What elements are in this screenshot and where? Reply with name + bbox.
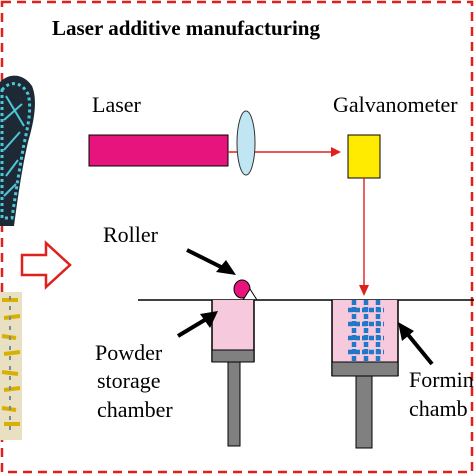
powder-piston-plate bbox=[211, 349, 255, 363]
beam-arrowhead-down bbox=[359, 285, 369, 296]
powder-chamber-pointer bbox=[176, 316, 210, 338]
printed-sample-image bbox=[0, 292, 22, 440]
powder-piston-rod bbox=[227, 361, 241, 447]
laser-source bbox=[88, 134, 229, 167]
galvanometer bbox=[347, 134, 381, 179]
forming-chamber-pointer-head bbox=[398, 322, 414, 341]
forming-chamber-pointer bbox=[403, 329, 434, 366]
laser-label: Laser bbox=[92, 92, 142, 117]
roller-pointer bbox=[186, 248, 226, 271]
figure-title: Laser additive manufacturing bbox=[52, 16, 320, 40]
powder-label-line2: storage bbox=[97, 368, 161, 393]
forming-piston-plate bbox=[331, 361, 399, 377]
forming-piston-rod bbox=[355, 375, 373, 449]
forming-label-line2: chamb bbox=[409, 396, 468, 421]
forming-label-line1: Formin bbox=[409, 367, 474, 392]
galvanometer-label: Galvanometer bbox=[333, 92, 458, 117]
powder-chamber-fill bbox=[212, 300, 254, 350]
powder-label-line3: chamber bbox=[97, 397, 173, 422]
powder-chamber-pointer-head bbox=[200, 311, 218, 328]
powder-label-line1: Powder bbox=[95, 340, 163, 365]
printed-part-grid bbox=[348, 300, 384, 362]
roller-pointer-head bbox=[216, 260, 236, 275]
process-arrow-icon bbox=[20, 240, 72, 290]
focusing-lens bbox=[236, 110, 256, 176]
roller-label: Roller bbox=[103, 222, 159, 247]
lattice-part-image bbox=[0, 75, 35, 226]
beam-arrowhead-right bbox=[331, 147, 341, 157]
